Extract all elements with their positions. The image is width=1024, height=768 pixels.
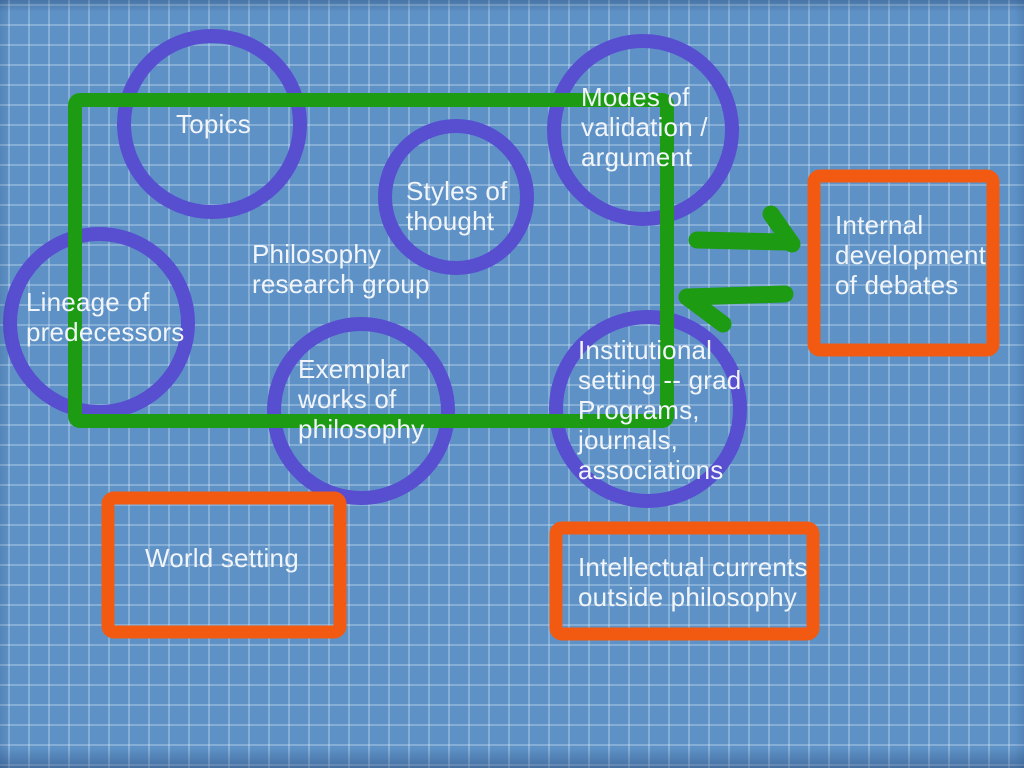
circle-topics [117, 29, 307, 219]
label-exemplar-works: Exemplar works of philosophy [298, 354, 425, 444]
label-intellectual-currents: Intellectual currents outside philosophy [578, 552, 808, 612]
arrow-to-internal-development [688, 205, 801, 253]
label-topics: Topics [176, 109, 251, 139]
label-modes-of-validation: Modes of validation / argument [581, 82, 708, 172]
box-internal-development [807, 169, 1000, 357]
circle-styles-of-thought [378, 119, 534, 275]
circle-lineage-of-predecessors [3, 227, 195, 419]
circle-institutional-setting [549, 310, 747, 508]
box-world-setting [101, 491, 347, 639]
label-world-setting: World setting [145, 543, 299, 573]
arrow-from-internal-development [678, 285, 794, 333]
circle-exemplar-works [267, 317, 455, 505]
label-styles-of-thought: Styles of thought [406, 176, 508, 236]
label-philosophy-research-group: Philosophy research group [252, 239, 430, 299]
label-institutional-setting: Institutional setting -- grad Programs, … [578, 335, 742, 485]
label-lineage-of-predecessors: Lineage of predecessors [26, 287, 185, 347]
label-internal-development: Internal development of debates [835, 210, 987, 300]
box-intellectual-currents [549, 521, 820, 641]
group-rect-philosophy-research-group [68, 93, 674, 428]
circle-modes-of-validation [547, 34, 739, 226]
